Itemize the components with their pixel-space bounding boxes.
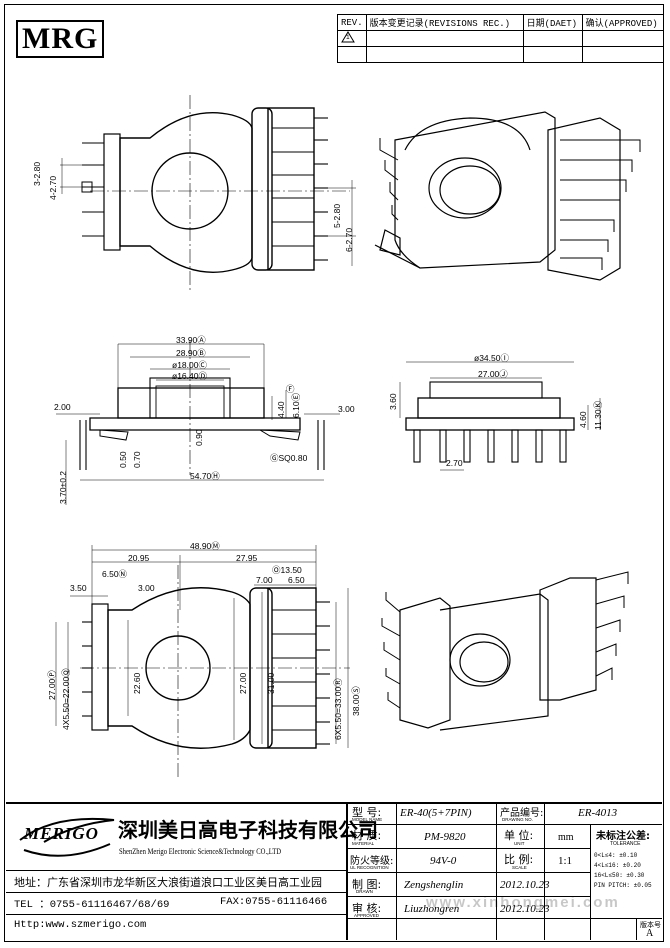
dim-5-280: 5-2.80 bbox=[332, 203, 342, 228]
dim-650: 6.50 bbox=[288, 575, 305, 585]
dim-300b: 3.00 bbox=[138, 583, 155, 593]
dim-s: 38.00Ⓢ bbox=[351, 686, 361, 716]
dim-a: 33.90Ⓐ bbox=[176, 335, 206, 345]
dim-p: 27.00Ⓟ bbox=[47, 670, 57, 700]
dim-090: 0.90 bbox=[194, 429, 204, 446]
dim-4-270: 4-2.70 bbox=[48, 175, 58, 200]
material-label-en: MATERIAL bbox=[352, 841, 375, 846]
approved-value: Liuzhongren bbox=[404, 903, 460, 915]
scale-label: 比 例: bbox=[504, 853, 534, 866]
drawing-no-label-en: DRAWING NO. bbox=[502, 817, 533, 822]
approved-label: 审 核: bbox=[352, 902, 382, 915]
front-view bbox=[56, 340, 340, 505]
drawing-sheet bbox=[4, 4, 664, 942]
side-view bbox=[399, 361, 601, 471]
material-label: 材 质: bbox=[352, 829, 382, 842]
scale-label-en: SCALE bbox=[512, 865, 527, 870]
tolerance-title: 未标注公差: bbox=[596, 831, 650, 842]
tolerance-row-1: 0<L≤4: ±0.10 bbox=[594, 852, 638, 859]
version-label: 版本号 bbox=[640, 921, 661, 929]
tolerance-title-en: TOLERANCE bbox=[610, 841, 641, 847]
approved-label-en: APPROVED bbox=[354, 913, 380, 918]
dim-sq: ⒼSQ0.80 bbox=[270, 453, 308, 463]
watermark: www.xinhongmei.com bbox=[426, 894, 620, 911]
dim-2700: 27.00 bbox=[238, 672, 248, 694]
material-value: PM-9820 bbox=[424, 831, 466, 843]
title-block: MERIGO 深圳美日高电子科技有限公司 ShenZhen Merigo Ele… bbox=[6, 802, 662, 940]
scale-value: 1:1 bbox=[558, 855, 573, 867]
dim-m: 48.90Ⓜ bbox=[190, 541, 220, 551]
dim-440: 4.40 bbox=[276, 401, 286, 418]
ul-value: 94V-0 bbox=[430, 855, 457, 867]
merigo-swoosh-icon bbox=[19, 817, 115, 857]
model-label: 型 号: bbox=[352, 806, 382, 819]
mrg-logo: MRG bbox=[16, 20, 105, 58]
drawn-value: Zengshenglin bbox=[404, 879, 464, 891]
dim-j: 27.00Ⓙ bbox=[478, 369, 508, 379]
model-label-en: MODEL NAME bbox=[352, 817, 383, 822]
dim-q: 4X5.50=22.00Ⓠ bbox=[61, 668, 71, 730]
dim-360: 3.60 bbox=[388, 393, 398, 410]
dim-i: ø34.50Ⓘ bbox=[474, 353, 509, 363]
company-address: 地址：广东省深圳市龙华新区大浪街道浪口工业区美日高工业园 bbox=[14, 876, 322, 889]
dim-2795: 27.95 bbox=[236, 553, 258, 563]
technical-drawing bbox=[55, 95, 641, 780]
isometric-view-lower bbox=[381, 571, 629, 731]
dim-3100: 31.00 bbox=[266, 672, 276, 694]
dim-050: 0.50 bbox=[118, 451, 128, 468]
rev-triangle-cell: 1 bbox=[337, 30, 367, 47]
company-name-cn: 深圳美日高电子科技有限公司 bbox=[118, 818, 378, 842]
dim-6-270: 6-2.70 bbox=[344, 227, 354, 252]
drawing-no-label: 产品编号: bbox=[500, 808, 544, 819]
drawn-label: 制 图: bbox=[352, 878, 382, 891]
dim-b: 28.90Ⓑ bbox=[176, 348, 206, 358]
unit-value: mm bbox=[558, 832, 574, 843]
ul-label-en: UL RECOGNITION bbox=[350, 865, 389, 870]
tolerance-row-3: 16<L≤50: ±0.30 bbox=[594, 872, 645, 879]
company-fax: FAX:0755-61116466 bbox=[220, 896, 328, 908]
dim-2095: 20.95 bbox=[128, 553, 150, 563]
dim-3-280: 3-2.80 bbox=[32, 161, 42, 186]
isometric-view-upper bbox=[374, 111, 641, 281]
company-website: Http:www.szmerigo.com bbox=[14, 919, 147, 931]
model-value: ER-40(5+7PIN) bbox=[400, 807, 472, 819]
version-value: A bbox=[646, 928, 654, 939]
dim-n: 6.50Ⓝ bbox=[102, 569, 128, 579]
dim-350: 3.50 bbox=[70, 583, 87, 593]
bottom-view bbox=[55, 545, 350, 780]
dim-460: 4.60 bbox=[578, 411, 588, 428]
dim-e: 6.10Ⓔ bbox=[291, 392, 301, 418]
dim-270: 2.70 bbox=[446, 458, 463, 468]
dim-o: Ⓞ13.50 bbox=[272, 565, 302, 575]
tolerance-row-4: PIN PITCH: ±0.05 bbox=[594, 882, 652, 889]
dim-r: 6X5.50=33.00Ⓡ bbox=[333, 678, 343, 740]
rev-triangle-icon bbox=[341, 31, 355, 43]
dim-070: 0.70 bbox=[132, 451, 142, 468]
drawn-label-en: DRAWN bbox=[356, 889, 373, 894]
company-tel: TEL ：0755-61116467/68/69 bbox=[14, 899, 170, 911]
dim-c: ø18.00Ⓒ bbox=[172, 360, 207, 370]
dim-k: 11.30Ⓚ bbox=[593, 400, 603, 430]
dim-300: 3.00 bbox=[338, 404, 355, 414]
dim-f: Ⓕ bbox=[286, 384, 295, 394]
revision-table: REV. 版本变更记录(REVISIONS REC.) 日期(DAET) 确认(… bbox=[337, 14, 664, 63]
rev-mark: 1 bbox=[346, 34, 350, 41]
dim-700: 7.00 bbox=[256, 575, 273, 585]
unit-label-en: UNIT bbox=[514, 841, 525, 846]
drawn-date: 2012.10.23 bbox=[500, 879, 550, 891]
approved-date: 2012.10.23 bbox=[500, 903, 550, 915]
company-name-en: ShenZhen Merigo Electronic Science&Techn… bbox=[119, 846, 282, 856]
unit-label: 单 位: bbox=[504, 829, 534, 842]
top-view bbox=[60, 95, 356, 290]
ul-label: 防火等级: bbox=[350, 856, 394, 867]
dim-200: 2.00 bbox=[54, 402, 71, 412]
dim-h: 54.70Ⓗ bbox=[190, 471, 220, 481]
dim-2260: 22.60 bbox=[132, 672, 142, 694]
dim-d: ø16.40Ⓓ bbox=[172, 371, 207, 381]
tolerance-row-2: 4<L≤16: ±0.20 bbox=[594, 862, 641, 869]
merigo-logo-text: MERIGO bbox=[24, 824, 99, 843]
drawing-no-value: ER-4013 bbox=[578, 807, 618, 819]
dim-370: 3.70±0.2 bbox=[58, 470, 68, 504]
